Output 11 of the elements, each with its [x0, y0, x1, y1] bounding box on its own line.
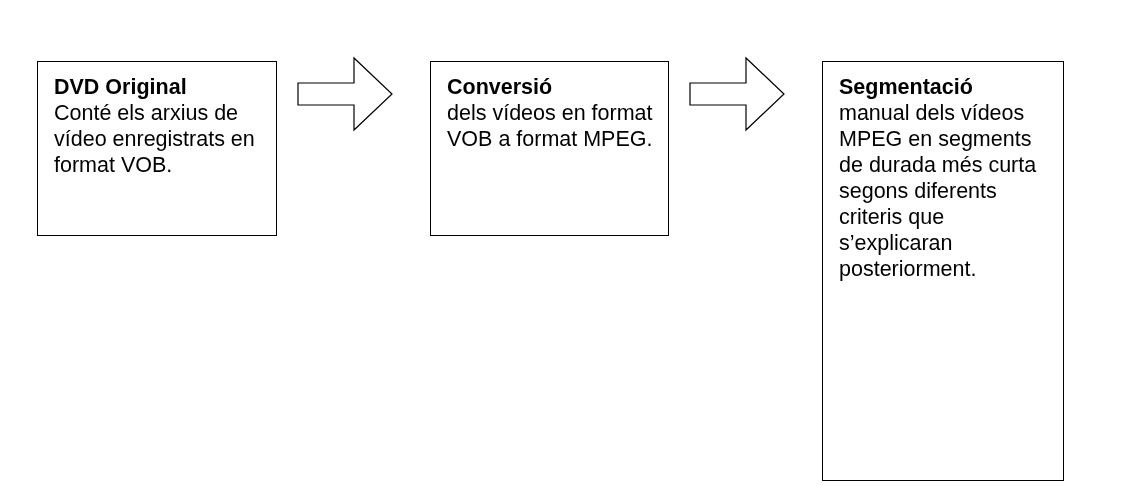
process-box	[37, 61, 277, 236]
box-heading: Segmentació	[839, 74, 974, 100]
box-description: manual dels vídeos MPEG en segments de durada més curta segons diferents criteris que s’explicaran posteriorment.	[839, 100, 1038, 282]
box-description: dels vídeos en format VOB a format MPEG.	[447, 100, 654, 152]
process-box	[430, 61, 669, 236]
box-heading: DVD Original	[54, 74, 188, 100]
box-heading: Conversió	[447, 74, 554, 100]
block-arrow	[297, 56, 393, 132]
block-arrow	[689, 56, 785, 132]
box-description: Conté els arxius de vídeo enregistrats en format VOB.	[54, 100, 256, 178]
process-box	[822, 61, 1064, 481]
